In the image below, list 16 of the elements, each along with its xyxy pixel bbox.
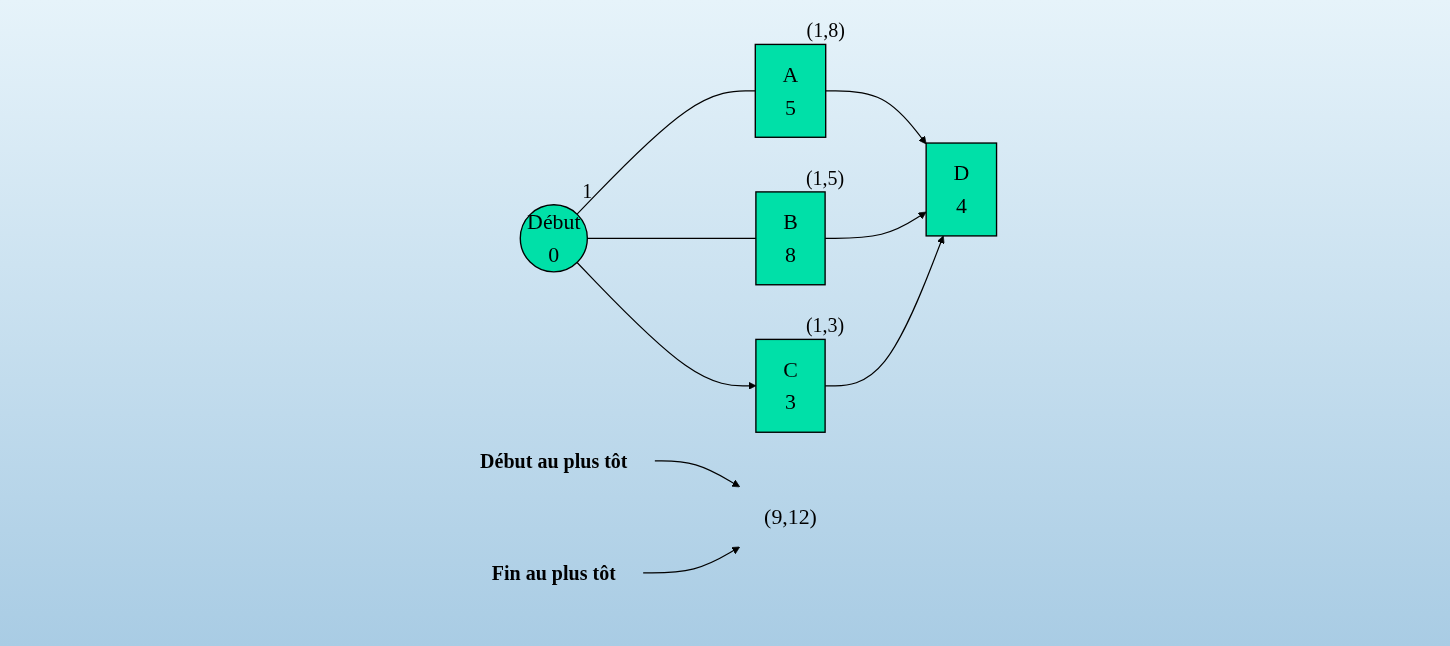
connector xyxy=(587,237,757,239)
arrow xyxy=(654,460,741,488)
arrow xyxy=(576,261,757,390)
time-label: (1,3) xyxy=(806,314,845,337)
time-label: (1,5) xyxy=(806,166,845,189)
arrow xyxy=(642,546,741,574)
time-label: (1,8) xyxy=(806,19,846,42)
node-text: (9,12) xyxy=(764,505,818,529)
node-box: B 8 xyxy=(755,191,827,286)
node-circle: Début 0 xyxy=(519,204,589,273)
time-label: 1 xyxy=(582,179,593,202)
node-box: D 4 xyxy=(925,142,998,237)
node-box: A 5 xyxy=(754,43,827,138)
node-text: Fin au plus tôt xyxy=(492,561,617,585)
node-text: Début au plus tôt xyxy=(480,449,628,473)
node-box: C 3 xyxy=(755,338,827,433)
